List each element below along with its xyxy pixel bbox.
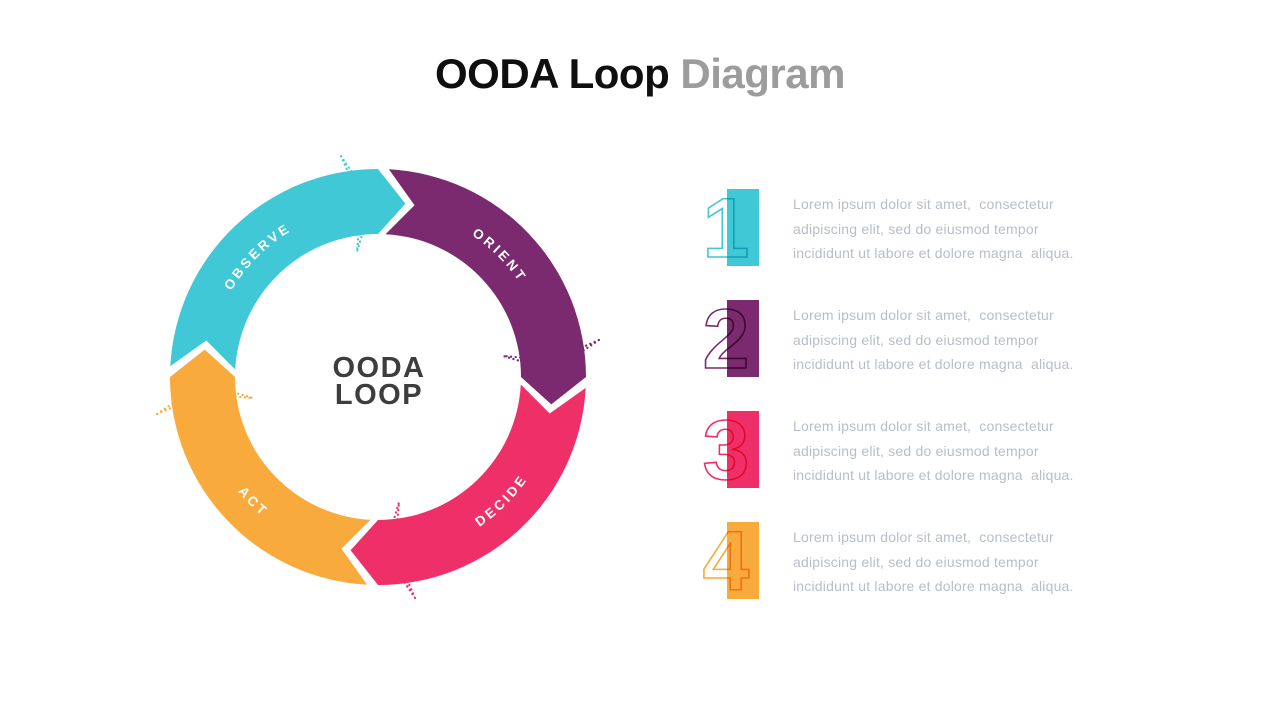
legend-list: 1 Lorem ipsum dolor sit amet, consectetu… (700, 180, 1080, 631)
diagram-center-label-line2: LOOP (335, 379, 423, 411)
item-4-number: 4 (703, 514, 750, 608)
item-1-number: 1 (703, 181, 750, 275)
diagram-center-label-line1: OODA (333, 352, 426, 384)
page-title: OODA Loop Diagram (0, 50, 1280, 98)
item-3-color-bar (727, 411, 759, 488)
list-item: 3 Lorem ipsum dolor sit amet, consectetu… (700, 402, 1080, 498)
dotted-arrow-top-icon (339, 155, 373, 253)
dotted-arrow-right-icon (502, 338, 600, 372)
list-item: 1 Lorem ipsum dolor sit amet, consectetu… (700, 180, 1080, 276)
ooda-ring-icon: OBSERVE ORIENT DECIDE ACT OODA LOOP (156, 155, 600, 599)
list-item: 2 Lorem ipsum dolor sit amet, consectetu… (700, 291, 1080, 387)
item-1-color-bar (727, 189, 759, 266)
item-description: Lorem ipsum dolor sit amet, consectetur … (793, 529, 1074, 595)
item-2-number-badge: 2 (700, 291, 762, 387)
item-2-number: 2 (703, 292, 750, 386)
item-3-number: 3 (703, 403, 750, 497)
item-3-number-badge: 3 (700, 402, 762, 498)
page-title-primary: OODA Loop (435, 50, 670, 97)
item-description: Lorem ipsum dolor sit amet, consectetur … (793, 418, 1074, 484)
item-4-number-badge: 4 (700, 513, 762, 609)
item-4-color-bar (727, 522, 759, 599)
dotted-arrow-left-icon (156, 382, 254, 416)
item-description: Lorem ipsum dolor sit amet, consectetur … (793, 196, 1074, 262)
dotted-arrow-bottom-icon (383, 501, 417, 599)
segment-decide-arc (350, 384, 586, 585)
item-2-color-bar (727, 300, 759, 377)
item-1-number-badge: 1 (700, 180, 762, 276)
ooda-loop-diagram: OBSERVE ORIENT DECIDE ACT OODA LOOP (150, 150, 610, 610)
segment-observe-arc (170, 169, 406, 370)
page-title-secondary: Diagram (669, 50, 845, 97)
list-item: 4 Lorem ipsum dolor sit amet, consectetu… (700, 513, 1080, 609)
item-description: Lorem ipsum dolor sit amet, consectetur … (793, 307, 1074, 373)
segment-orient-arc (385, 169, 586, 405)
segment-act-arc (170, 349, 371, 585)
